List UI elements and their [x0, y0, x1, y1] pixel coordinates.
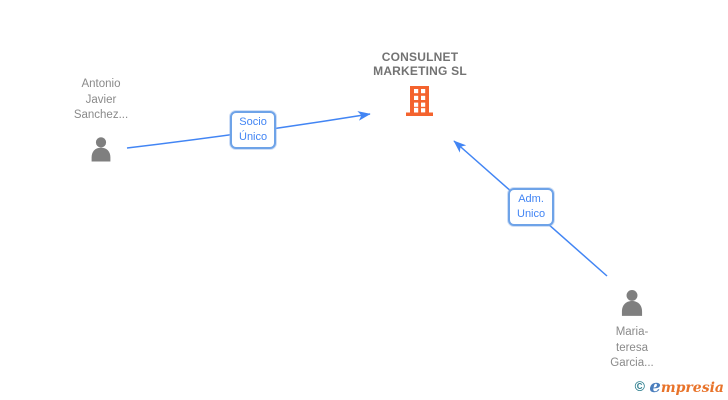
- person-name-line: Sanchez...: [73, 109, 129, 121]
- person-name-line: Antonio: [81, 78, 121, 90]
- person-name-line: Garcia...: [610, 357, 654, 369]
- person-icon[interactable]: [617, 286, 647, 319]
- edge-label-adm-unico: Adm. Unico: [508, 188, 555, 226]
- copyright-icon: ©: [634, 378, 645, 394]
- person-name-mariateresa[interactable]: Maria- teresa Garcia...: [587, 325, 677, 372]
- empresia-logo: © empresia: [635, 376, 724, 397]
- person-name-line: Javier: [85, 93, 117, 106]
- edge-label-line: Unico: [517, 208, 546, 220]
- person-name-line: Maria-: [615, 326, 649, 338]
- building-icon[interactable]: [403, 85, 436, 118]
- person-icon[interactable]: [87, 135, 115, 163]
- person-name-line: teresa: [616, 341, 648, 354]
- brand-letter: e: [649, 376, 661, 397]
- edge-label-socio-unico: Socio Único: [230, 111, 277, 149]
- company-name-line: CONSULNET: [381, 50, 459, 64]
- edge-label-line: Adm.: [518, 193, 544, 205]
- edge-label-line: Socio: [239, 116, 267, 128]
- brand-text: mpresia: [660, 380, 724, 396]
- edge-label-line: Único: [239, 131, 268, 143]
- company-name[interactable]: CONSULNET MARKETING SL: [363, 50, 477, 78]
- person-name-antonio[interactable]: Antonio Javier Sanchez...: [56, 77, 146, 124]
- company-name-line: MARKETING SL: [373, 64, 467, 78]
